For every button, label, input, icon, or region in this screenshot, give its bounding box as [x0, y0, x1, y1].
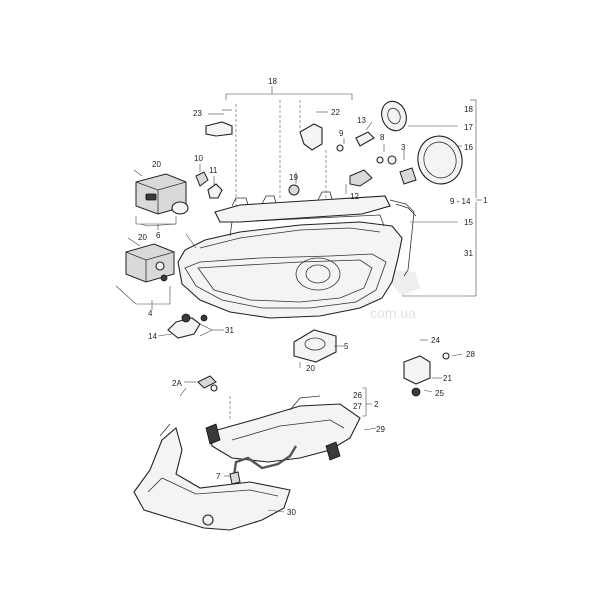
callout-18-right: 18 — [464, 105, 473, 114]
callout-9: 9 — [339, 129, 344, 138]
callout-3: 3 — [401, 143, 406, 152]
top-cover — [214, 191, 417, 277]
lower-frame — [133, 423, 291, 531]
callout-2: 2 — [374, 400, 379, 409]
small-parts — [195, 121, 417, 199]
callout-31-right: 31 — [464, 249, 473, 258]
hose-7 — [229, 445, 298, 485]
cap-16 — [417, 135, 463, 185]
callout-6: 6 — [156, 231, 161, 240]
cap-17 — [381, 100, 407, 132]
callout-labels: 18 18 23 22 13 17 9 8 16 3 10 20 11 19 1… — [138, 77, 488, 517]
callout-25: 25 — [435, 389, 444, 398]
bracket-21 — [403, 352, 450, 397]
callout-31-left: 31 — [225, 326, 234, 335]
callout-21: 21 — [443, 374, 452, 383]
callout-10: 10 — [194, 154, 203, 163]
callout-18-top: 18 — [268, 77, 277, 86]
callout-20-b: 20 — [138, 233, 147, 242]
bracket-2a — [197, 375, 218, 392]
gasket-6 — [171, 201, 189, 215]
sensor-14 — [167, 313, 208, 339]
watermark-text: com.ua — [370, 305, 416, 321]
headlight-housing — [177, 214, 403, 319]
callout-20-c: 20 — [306, 364, 315, 373]
callout-23: 23 — [193, 109, 202, 118]
callout-2a: 2A — [172, 379, 182, 388]
callout-30: 30 — [287, 508, 296, 517]
module-5 — [293, 329, 337, 363]
callout-13: 13 — [357, 116, 366, 125]
callout-27: 27 — [353, 402, 362, 411]
callout-12: 12 — [350, 192, 359, 201]
callout-1: 1 — [483, 196, 488, 205]
callout-11: 11 — [209, 166, 218, 175]
callout-5: 5 — [344, 342, 349, 351]
callout-7: 7 — [216, 472, 221, 481]
callout-14: 14 — [148, 332, 157, 341]
callout-15: 15 — [464, 218, 473, 227]
callout-8: 8 — [380, 133, 385, 142]
callout-16: 16 — [464, 143, 473, 152]
ballast-unit-lower — [125, 243, 175, 283]
callout-20-a: 20 — [152, 160, 161, 169]
callout-26: 26 — [353, 391, 362, 400]
bracket-carrier — [205, 395, 361, 463]
callout-17: 17 — [464, 123, 473, 132]
callout-22: 22 — [331, 108, 340, 117]
callout-28: 28 — [466, 350, 475, 359]
leader-lines — [115, 86, 482, 513]
callout-19: 19 — [289, 173, 298, 182]
callout-29: 29 — [376, 425, 385, 434]
callout-9-14: 9 - 14 — [450, 197, 471, 206]
callout-4: 4 — [148, 309, 153, 318]
callout-24: 24 — [431, 336, 440, 345]
